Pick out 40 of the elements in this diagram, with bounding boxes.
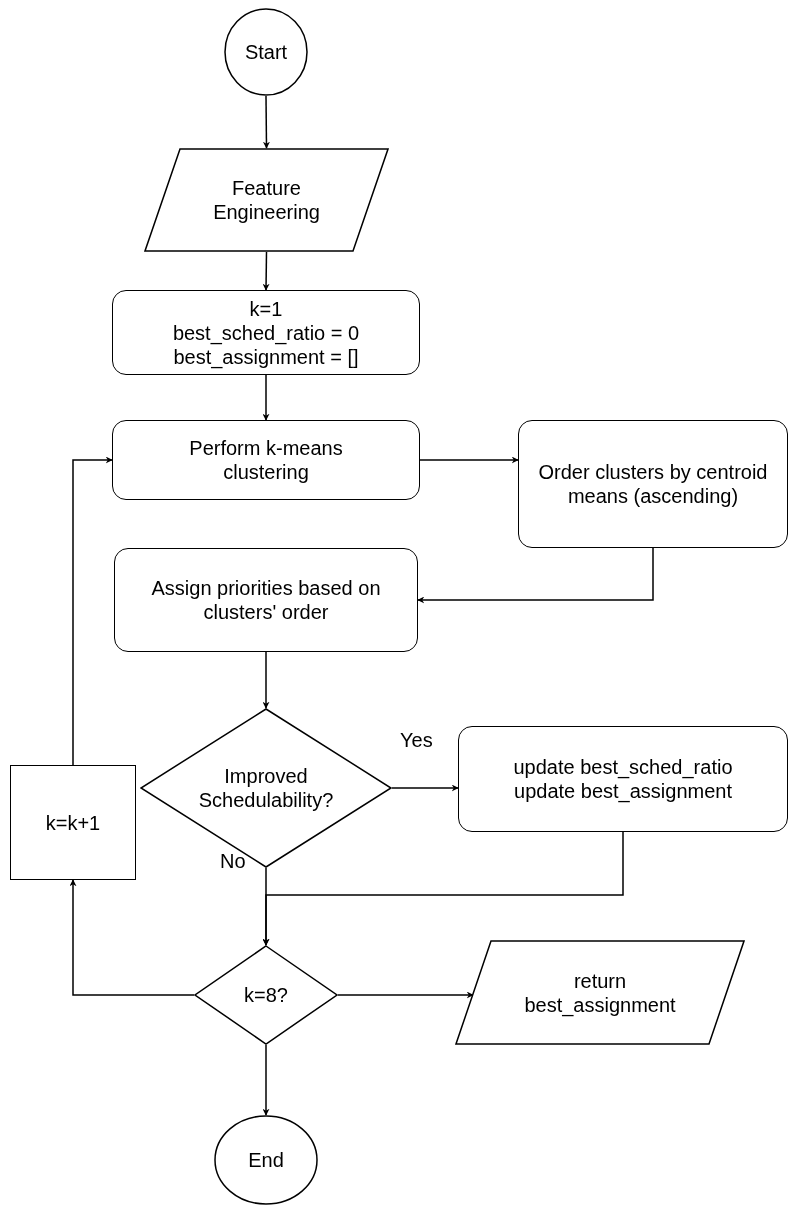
- edge-label: No: [218, 851, 248, 871]
- arrow: [262, 95, 270, 149]
- process-box: [114, 548, 418, 652]
- arrow: [391, 784, 459, 792]
- node-text: Improved Schedulability?: [197, 764, 335, 812]
- process-box: [112, 420, 420, 500]
- node-text: k=8?: [244, 983, 288, 1007]
- arrow: [419, 456, 519, 464]
- arrow: [262, 374, 270, 421]
- node-text: End: [248, 1148, 284, 1172]
- start-terminal: [224, 8, 308, 96]
- decision-diamond: [140, 708, 392, 868]
- process-box: [458, 726, 788, 832]
- node-text: Start: [244, 40, 288, 64]
- node-text: best_assignment = []: [173, 345, 359, 369]
- arrow: [69, 879, 195, 996]
- decision-diamond: [194, 945, 338, 1045]
- node-text: update best_assignment: [514, 779, 732, 803]
- node-text: Assign priorities based on clusters' order: [151, 576, 381, 624]
- process-box: [112, 290, 420, 375]
- arrow: [417, 547, 654, 604]
- arrow: [262, 251, 270, 291]
- node-text: return best_assignment: [523, 968, 677, 1017]
- process-box: [518, 420, 788, 548]
- end-terminal: [214, 1115, 318, 1205]
- node-text: k=k+1: [45, 810, 101, 835]
- process-box: [10, 765, 136, 880]
- node-text: Order clusters by centroid means (ascending): [537, 460, 769, 508]
- arrow: [262, 651, 270, 709]
- input-parallelogram: [144, 148, 389, 252]
- arrow: [72, 456, 113, 766]
- output-parallelogram: [455, 940, 745, 1045]
- edge-label: Yes: [398, 730, 435, 750]
- node-text: Feature Engineering: [212, 176, 321, 224]
- node-text: best_sched_ratio = 0: [172, 320, 360, 345]
- node-text: k=1: [249, 296, 283, 321]
- arrow: [262, 1044, 270, 1116]
- node-text: update best_sched_ratio: [513, 755, 733, 779]
- arrow: [262, 831, 624, 946]
- node-text: Perform k-means clustering: [188, 436, 344, 484]
